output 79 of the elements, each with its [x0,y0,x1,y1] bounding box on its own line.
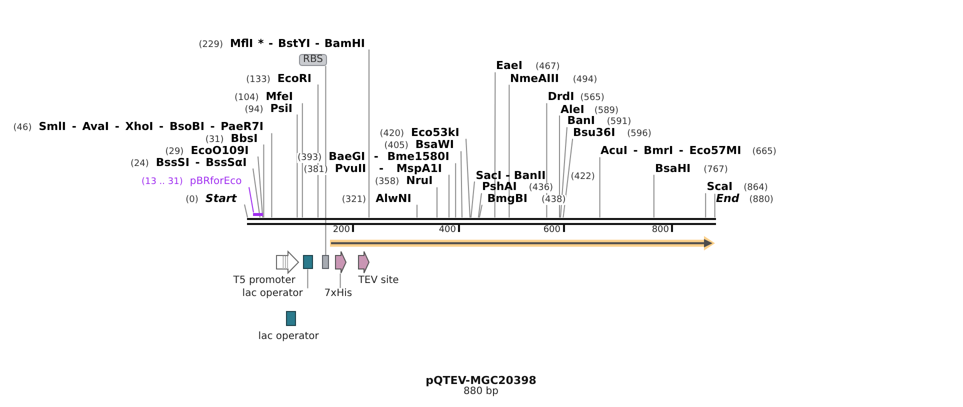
enzyme-site-label: BmgBI (438) [487,192,566,205]
scale-label: 600 [543,224,560,236]
enzyme-site-label: (393) BaeGI - Bme1580I [297,150,450,164]
leader-line [258,156,264,218]
leader-line [470,181,475,218]
map-title: pQTEV-MGC20398 [426,374,536,386]
leader-line [448,174,450,218]
leader-line [263,144,264,218]
leader-line [653,174,654,218]
leader-line [460,150,462,218]
enzyme-site-label: EaeI (467) [496,59,560,72]
leader-line [325,66,326,256]
feature-label: lac operator [242,288,303,300]
scale-label: 800 [652,224,669,236]
enzyme-site-label: AleI (589) [560,102,619,116]
enzyme-site-label: ScaI (864) [706,180,768,194]
leader-line [466,138,470,218]
cleavage-site-feature [358,251,370,274]
enzyme-site-label: (46) SmlI - AvaI - XhoI - BsoBI - PaeR7I [13,120,264,134]
leader-line [416,204,418,218]
enzyme-site-label: (381) PvuII - MspA1I [304,162,442,175]
leader-line [302,102,303,218]
leader-line [271,132,272,218]
enzyme-site-label: (133) EcoRI [246,72,312,84]
primer-bar [253,212,263,216]
leader-line [599,156,600,218]
primer-label: (13 .. 31) pBRforEco [141,174,242,188]
enzyme-site-label: PshAI (436) [482,180,554,194]
feature-label: TEV site [358,275,399,287]
feature-tag: RBS [299,54,327,66]
enzyme-site-label: (104) MfeI [234,90,293,104]
leader-line [244,204,248,218]
operator-box [286,311,296,326]
leader-line [252,168,260,218]
leader-line [368,49,370,218]
enzyme-site-label: SacI - BanII (422) [476,168,595,182]
enzyme-site-label: (94) PsiI [244,102,292,114]
enzyme-site-label: BanI (591) [567,114,632,128]
sequence-end-label: End (880) [716,192,774,205]
leader-line [340,273,341,288]
leader-line [248,186,254,213]
leader-line [436,186,438,218]
enzyme-site-label: (24) BssSI - BssSαI [130,156,247,168]
feature-label: lac operator [258,331,319,343]
tag-feature [335,251,346,274]
scale-label: 200 [332,224,350,236]
enzyme-site-label: (31) BbsI [205,132,258,144]
enzyme-site-label: (321) AlwNI [342,192,412,205]
enzyme-site-label: NmeAIII (494) [510,72,598,85]
scale-label: 400 [438,224,456,236]
leader-line [508,84,510,218]
enzyme-site-label: (405) BsaWI [384,138,454,152]
enzyme-site-label: (358) NruI [374,174,433,188]
leader-line [307,268,308,289]
promoter-feature [276,251,299,274]
leader-line [559,115,560,218]
enzyme-site-label: (29) EcoO109I [165,144,249,156]
operator-box [303,255,312,270]
feature-label: T5 promoter [233,275,296,287]
enzyme-site-label: (229) MflI * - BstYI - BamHI [198,36,365,50]
sequence-length: 880 bp [464,386,498,398]
leader-line [714,193,716,218]
enzyme-site-label: DrdI (565) [548,90,604,104]
enzyme-site-label: BsaHI (767) [655,162,728,175]
leader-line [494,72,496,218]
enzyme-site-label: AcuI - BmrI - Eco57MI (665) [600,144,776,158]
rbs-box [322,255,329,270]
leader-line [560,126,568,218]
feature-label: 7xHis [324,288,352,300]
leader-line [296,114,298,218]
leader-line [478,204,482,218]
leader-line [478,192,482,218]
enzyme-site-label: (420) Eco53kI [380,126,460,139]
leader-line [705,192,706,218]
enzyme-site-label: Bsu36I (596) [573,126,652,139]
leader-line [455,162,456,218]
sequence-end-label: (0) Start [186,192,237,204]
dna-backbone [247,218,716,224]
leader-line [562,138,574,218]
